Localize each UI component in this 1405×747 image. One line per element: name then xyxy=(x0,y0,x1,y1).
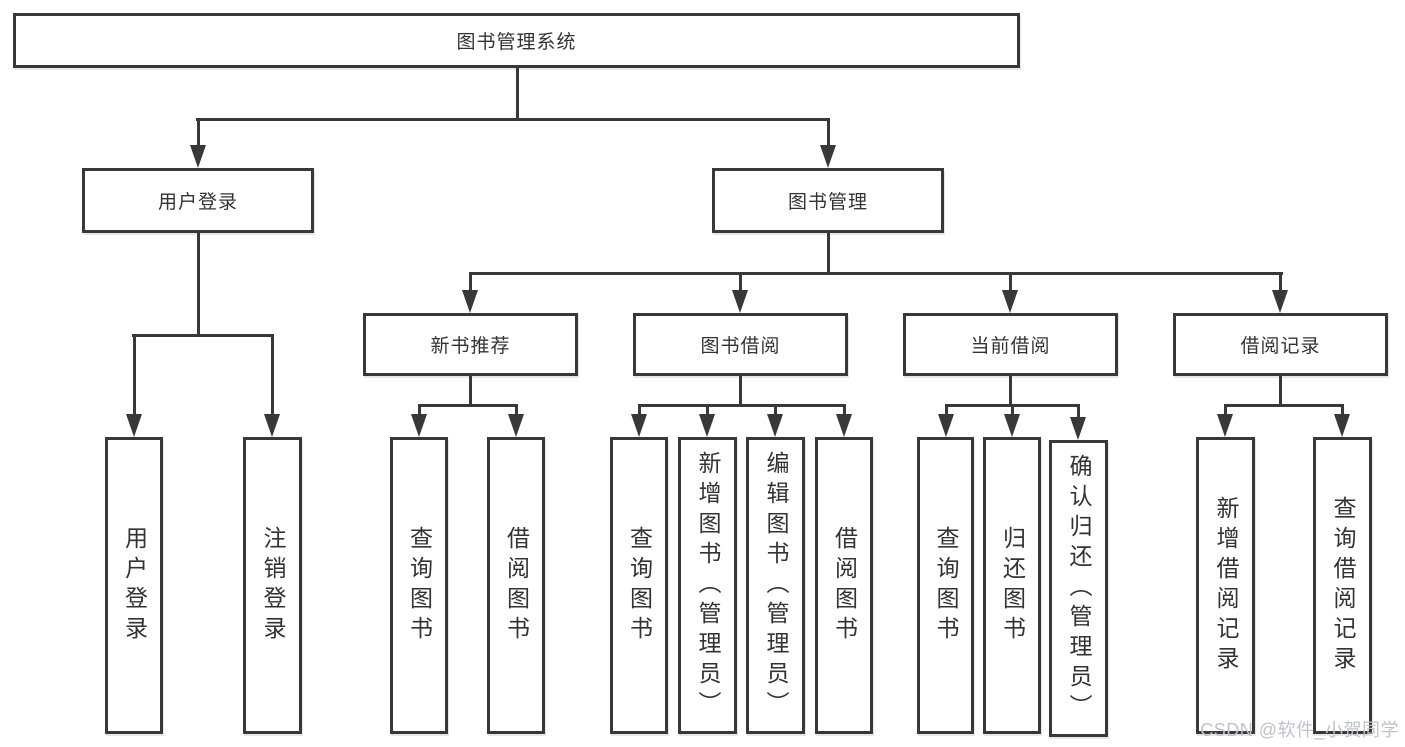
leaf-add-books-admin: 新增图书（管理员） xyxy=(678,437,737,734)
leaf-current-query-books-label: 查询图书 xyxy=(933,525,959,646)
arrow-down-icon xyxy=(411,414,427,437)
connector-root-stub xyxy=(516,65,519,121)
connector-drop xyxy=(638,404,641,418)
leaf-return-books: 归还图书 xyxy=(983,437,1041,734)
leaf-edit-books-admin: 编辑图书（管理员） xyxy=(746,437,805,734)
leaf-edit-books-admin-label: 编辑图书（管理员） xyxy=(763,450,789,721)
connector-drop xyxy=(739,272,742,293)
connector-drop xyxy=(197,118,200,148)
connector-drop xyxy=(1011,404,1014,418)
leaf-query-borrow-record-label: 查询借阅记录 xyxy=(1330,495,1356,676)
arrow-down-icon xyxy=(190,145,206,168)
leaf-logout: 注销登录 xyxy=(243,437,302,734)
node-borrowing-records-label: 借阅记录 xyxy=(1240,336,1321,357)
leaf-query-borrow-record: 查询借阅记录 xyxy=(1313,437,1372,734)
connector-level2-hline xyxy=(196,118,829,121)
arrow-down-icon xyxy=(767,414,783,437)
connector-hline xyxy=(132,334,274,337)
csdn-watermark: CSDN @软件_小贺同学 xyxy=(1200,720,1399,740)
arrow-down-icon xyxy=(1002,290,1018,313)
leaf-recommend-query-books-label: 查询图书 xyxy=(406,525,433,646)
arrow-down-icon xyxy=(1070,417,1086,440)
node-current-borrowing-label: 当前借阅 xyxy=(970,336,1051,357)
leaf-confirm-return-admin-label: 确认归还（管理员） xyxy=(1066,453,1092,724)
arrow-down-icon xyxy=(631,414,647,437)
leaf-add-books-admin-label: 新增图书（管理员） xyxy=(695,450,721,721)
leaf-recommend-borrow-books: 借阅图书 xyxy=(487,437,545,734)
arrow-down-icon xyxy=(699,414,715,437)
connector-drop xyxy=(133,334,136,416)
connector-hline xyxy=(418,404,518,407)
node-new-book-recommend-label: 新书推荐 xyxy=(430,336,511,357)
arrow-down-icon xyxy=(820,145,836,168)
leaf-borrow-books-label: 借阅图书 xyxy=(831,525,858,646)
connector-drop xyxy=(1077,404,1080,421)
arrow-down-icon xyxy=(462,290,478,313)
arrow-down-icon xyxy=(508,414,524,437)
connector-drop xyxy=(1341,404,1344,418)
connector-hline xyxy=(638,404,846,407)
leaf-borrow-books: 借阅图书 xyxy=(815,437,873,734)
node-user-login-branch: 用户登录 xyxy=(82,168,314,233)
node-root: 图书管理系统 xyxy=(13,13,1020,68)
leaf-add-borrow-record-label: 新增借阅记录 xyxy=(1213,495,1239,676)
leaf-borrowing-query-books: 查询图书 xyxy=(610,437,668,734)
connector-drop xyxy=(843,404,846,418)
leaf-add-borrow-record: 新增借阅记录 xyxy=(1196,437,1255,734)
node-book-management-branch-label: 图书管理 xyxy=(787,192,868,213)
connector-hline xyxy=(1224,404,1343,407)
leaf-user-login-label: 用户登录 xyxy=(121,525,148,646)
connector-drop xyxy=(1224,404,1227,418)
leaf-return-books-label: 归还图书 xyxy=(999,525,1026,646)
connector-drop xyxy=(827,118,830,148)
leaf-user-login: 用户登录 xyxy=(105,437,163,734)
connector-level3-hline xyxy=(469,272,1283,275)
connector-drop xyxy=(774,404,777,418)
arrow-down-icon xyxy=(264,414,280,437)
connector-drop xyxy=(1279,272,1282,293)
arrow-down-icon xyxy=(1334,414,1350,437)
node-new-book-recommend: 新书推荐 xyxy=(363,313,578,376)
node-book-borrowing: 图书借阅 xyxy=(633,313,848,376)
connector-drop xyxy=(469,272,472,293)
connector-branch-stub xyxy=(739,376,742,406)
connector-drop xyxy=(706,404,709,418)
connector-drop xyxy=(418,404,421,418)
node-current-borrowing: 当前借阅 xyxy=(903,313,1118,376)
node-user-login-branch-label: 用户登录 xyxy=(157,192,238,213)
node-book-management-branch: 图书管理 xyxy=(712,168,944,233)
connector-branch-stub xyxy=(827,233,830,274)
connector-branch-stub xyxy=(1279,376,1282,406)
connector-drop xyxy=(945,404,948,418)
leaf-current-query-books: 查询图书 xyxy=(917,437,974,734)
leaf-borrowing-query-books-label: 查询图书 xyxy=(626,525,653,646)
connector-branch-stub xyxy=(469,376,472,406)
node-book-borrowing-label: 图书借阅 xyxy=(700,336,781,357)
connector-drop xyxy=(515,404,518,418)
arrow-down-icon xyxy=(732,290,748,313)
node-root-label: 图书管理系统 xyxy=(456,32,577,53)
connector-drop xyxy=(271,334,274,416)
connector-branch-stub xyxy=(197,233,200,336)
leaf-recommend-query-books: 查询图书 xyxy=(390,437,448,734)
arrow-down-icon xyxy=(938,414,954,437)
arrow-down-icon xyxy=(1004,414,1020,437)
arrow-down-icon xyxy=(1272,290,1288,313)
arrow-down-icon xyxy=(1217,414,1233,437)
connector-drop xyxy=(1009,272,1012,293)
node-borrowing-records: 借阅记录 xyxy=(1173,313,1388,376)
leaf-logout-label: 注销登录 xyxy=(260,525,286,646)
arrow-down-icon xyxy=(836,414,852,437)
leaf-recommend-borrow-books-label: 借阅图书 xyxy=(503,525,530,646)
arrow-down-icon xyxy=(126,414,142,437)
connector-branch-stub xyxy=(1009,376,1012,406)
leaf-confirm-return-admin: 确认归还（管理员） xyxy=(1049,440,1108,737)
